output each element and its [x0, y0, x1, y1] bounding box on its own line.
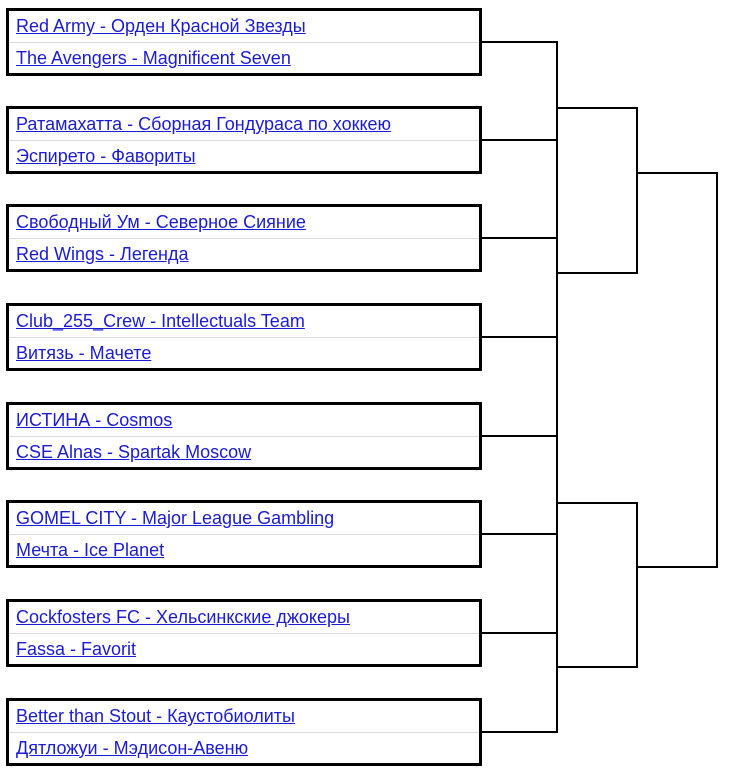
row-divider — [9, 237, 479, 239]
row-divider — [9, 632, 479, 634]
connector-semifinal-top-vertical — [636, 107, 638, 274]
team-link[interactable]: Эспирето - Фавориты — [16, 145, 196, 166]
connector-quarter1-out — [556, 107, 638, 109]
team-link[interactable]: Дятложуи - Мэдисон-Авеню — [16, 737, 249, 758]
team-link[interactable]: Club_255_Crew - Intellectuals Team — [16, 311, 305, 332]
team-link[interactable]: Ратамахатта - Сборная Гондураса по хокке… — [16, 114, 392, 135]
connector-semifinal-bottom-out — [636, 566, 718, 568]
connector-match4-out — [482, 336, 558, 338]
connector-quarter4-out — [556, 666, 638, 668]
connector-quarter2-out — [556, 272, 638, 274]
match-box-4: Club_255_Crew - Intellectuals Team Витяз… — [6, 303, 482, 371]
connector-match2-out — [482, 139, 558, 141]
team-link[interactable]: Red Wings - Легенда — [16, 243, 189, 264]
match-box-2: Ратамахатта - Сборная Гондураса по хокке… — [6, 106, 482, 174]
team-link[interactable]: ИСТИНА - Cosmos — [16, 410, 173, 431]
connector-semifinal-bottom-vertical — [636, 502, 638, 668]
match-box-6: GOMEL CITY - Major League Gambling Мечта… — [6, 500, 482, 568]
team-link[interactable]: Better than Stout - Каустобиолиты — [16, 706, 295, 727]
team-link[interactable]: Свободный Ум - Северное Сияние — [16, 212, 306, 233]
row-divider — [9, 41, 479, 43]
connector-match5-out — [482, 435, 558, 437]
connector-match6-out — [482, 533, 558, 535]
connector-semifinal-top-out — [636, 172, 718, 174]
connector-round1-vertical — [556, 41, 558, 733]
team-link[interactable]: Мечта - Ice Planet — [16, 539, 165, 560]
row-divider — [9, 139, 479, 141]
row-divider — [9, 533, 479, 535]
connector-quarter3-out — [556, 502, 638, 504]
team-link[interactable]: GOMEL CITY - Major League Gambling — [16, 508, 335, 529]
connector-match7-out — [482, 632, 558, 634]
match-box-7: Cockfosters FC - Хельсинкские джокеры Fa… — [6, 599, 482, 667]
team-link[interactable]: CSE Alnas - Spartak Moscow — [16, 441, 252, 462]
connector-match8-out — [482, 731, 558, 733]
match-box-5: ИСТИНА - Cosmos CSE Alnas - Spartak Mosc… — [6, 402, 482, 470]
team-link[interactable]: Cockfosters FC - Хельсинкские джокеры — [16, 607, 350, 628]
team-link[interactable]: The Avengers - Magnificent Seven — [16, 47, 291, 68]
match-box-3: Свободный Ум - Северное Сияние Red Wings… — [6, 204, 482, 272]
team-link[interactable]: Red Army - Орден Красной Звезды — [16, 16, 306, 37]
match-box-1: Red Army - Орден Красной Звезды The Aven… — [6, 8, 482, 76]
row-divider — [9, 731, 479, 733]
connector-match3-out — [482, 237, 558, 239]
team-link[interactable]: Витязь - Мачете — [16, 342, 152, 363]
row-divider — [9, 336, 479, 338]
match-box-8: Better than Stout - Каустобиолиты Дятлож… — [6, 698, 482, 766]
row-divider — [9, 435, 479, 437]
connector-match1-out — [482, 41, 558, 43]
connector-final-vertical — [716, 172, 718, 568]
team-link[interactable]: Fassa - Favorit — [16, 638, 137, 659]
